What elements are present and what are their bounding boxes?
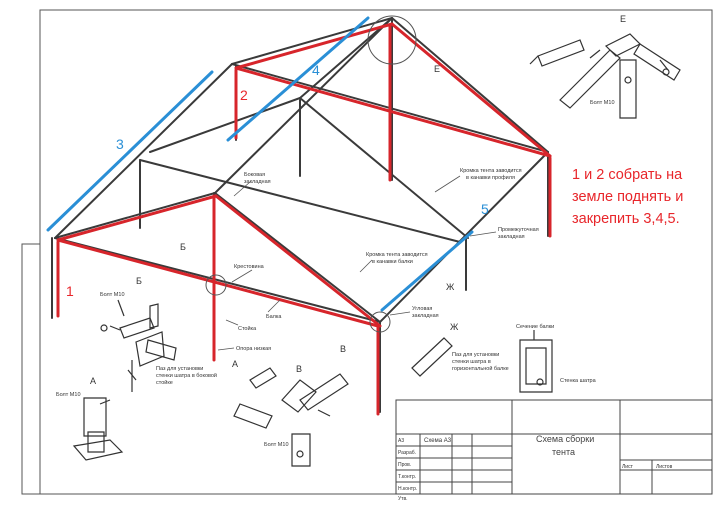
callout-kromka1-1: Кромка тента заводится xyxy=(460,168,522,174)
callout-stoyka: Стойка xyxy=(238,325,257,332)
callout-stenka: Стенка шатра xyxy=(560,378,597,384)
marker-1: 1 xyxy=(66,283,74,299)
letter-A-detail: А xyxy=(90,376,96,386)
instruction-line-3: закрепить 3,4,5. xyxy=(572,211,680,227)
tb-row-0: А3 xyxy=(398,438,404,444)
callout-balka: Балка xyxy=(266,314,282,320)
callout-paz1-1: Паз для установки xyxy=(156,366,203,372)
callout-bolt-4: Болт М10 xyxy=(590,100,615,106)
callout-promezh-2: закладная xyxy=(498,234,525,240)
title-block xyxy=(395,399,713,495)
tb-row-2: Пров. xyxy=(398,462,411,468)
tb-title-2: тента xyxy=(552,447,575,457)
callout-sechenie: Сечение балки xyxy=(516,324,554,330)
detail-B-drawing xyxy=(100,299,177,392)
marker-2: 2 xyxy=(240,87,248,103)
tb-row-1: Разраб. xyxy=(398,450,416,456)
letter-B-detail: Б xyxy=(136,276,142,286)
marker-3: 3 xyxy=(116,136,124,152)
letter-A-main: А xyxy=(232,359,238,369)
callout-bolt-1: Болт М10 xyxy=(100,292,125,298)
callout-promezh-1: Промежуточная xyxy=(498,227,539,233)
instruction-line-1: 1 и 2 собрать на xyxy=(572,167,683,183)
callout-opora: Опора низкая xyxy=(236,346,271,352)
detail-circles xyxy=(205,15,417,333)
callout-paz2-3: горизонтальной балке xyxy=(452,365,509,372)
letter-E: Е xyxy=(620,14,626,24)
detail-A-drawing xyxy=(72,397,124,461)
callout-paz1-3: стойке xyxy=(156,379,173,386)
tb-list: Лист xyxy=(622,464,634,470)
callout-uglovaya-2: закладная xyxy=(412,313,439,319)
callout-bokovaya-2: закладная xyxy=(244,179,271,185)
callout-bokovaya-1: Боковая xyxy=(244,172,265,178)
letter-V-main: В xyxy=(340,344,346,354)
tb-row-3: Т.контр. xyxy=(398,474,416,480)
highlight-red xyxy=(56,22,552,416)
callout-paz2-2: стенки шатра в xyxy=(452,359,491,365)
callout-krestovina: Крестовина xyxy=(234,264,265,270)
detail-V-drawing xyxy=(233,367,349,467)
letter-B-main: Б xyxy=(180,242,186,252)
letter-ZH-detail: Ж xyxy=(450,322,459,332)
letter-V-detail: В xyxy=(296,364,302,374)
tb-row-4: Н.контр. xyxy=(398,486,417,492)
callout-paz2-1: Паз для установки xyxy=(452,352,499,358)
leader-lines xyxy=(217,175,497,351)
tb-row-5: Утв. xyxy=(398,496,408,502)
callout-kromka1-2: в канавки профиля xyxy=(466,175,515,181)
detail-ZH-drawing xyxy=(411,330,553,393)
marker-4: 4 xyxy=(312,62,320,78)
tb-title-1: Схема сборки xyxy=(536,434,594,444)
callout-kromka2-2: в канавки балки xyxy=(372,259,413,265)
highlight-blue xyxy=(46,16,474,312)
tb-listov: Листов xyxy=(656,464,673,470)
letter-ZH-main: Ж xyxy=(446,282,455,292)
callout-paz1-2: стенки шатра в боковой xyxy=(156,372,217,379)
drawing-frame xyxy=(21,9,713,495)
callout-bolt-2: Болт М10 xyxy=(56,392,81,398)
marker-5: 5 xyxy=(481,201,489,217)
tb-code: Схема А3 xyxy=(424,438,452,444)
callout-uglovaya-1: Угловая xyxy=(412,306,432,312)
callout-bolt-3: Болт М10 xyxy=(264,442,289,448)
letter-E-ref: Е xyxy=(434,64,440,74)
instruction-line-2: земле поднять и xyxy=(572,189,684,205)
callout-kromka2-1: Кромка тента заводится xyxy=(366,252,428,258)
detail-E-drawing xyxy=(529,33,681,119)
assembly-instruction: 1 и 2 собрать на земле поднять и закрепи… xyxy=(572,164,720,230)
